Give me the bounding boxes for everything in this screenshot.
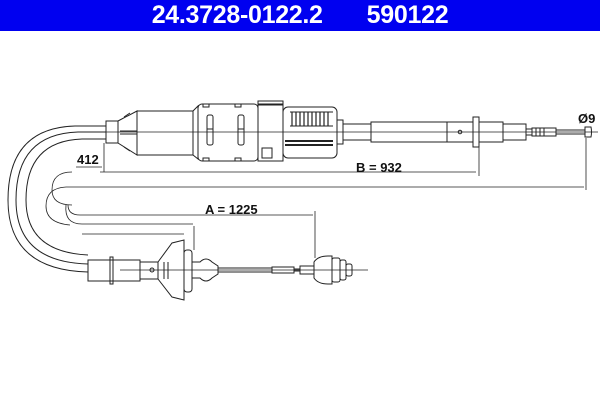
reference-number: 590122 (366, 1, 449, 29)
adjuster-housing (257, 100, 338, 162)
dimension-a-label: A = 1225 (205, 202, 258, 217)
diameter-label: Ø9 (578, 111, 596, 126)
bottom-assembly (87, 239, 353, 301)
ribbed-sleeve (197, 103, 259, 162)
top-body-taper (192, 104, 199, 161)
cable-sheath (7, 125, 106, 273)
top-cone-end (105, 110, 138, 156)
title-bar: 24.3728-0122.2 590122 (0, 0, 600, 31)
top-shaft (336, 116, 592, 148)
top-body (136, 110, 194, 156)
dimension-412-label: 412 (77, 152, 99, 167)
dimension-lines (45, 138, 587, 258)
dimension-b-label: B = 932 (356, 160, 402, 175)
part-number: 24.3728-0122.2 (151, 1, 323, 29)
